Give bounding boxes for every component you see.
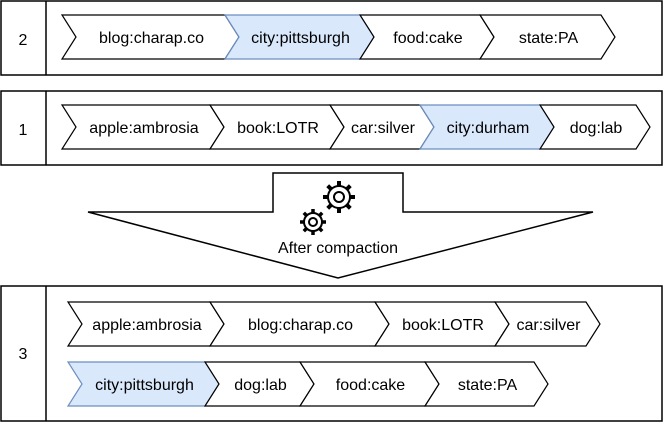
- chevron-state-pa: [423, 361, 549, 407]
- chevron-label: food:cake: [393, 30, 462, 47]
- segment-3-chevron-row-1: apple:ambrosia blog:charap.co book:LOTR car…: [66, 301, 601, 347]
- chevron-label: blog:charap.co: [99, 30, 204, 47]
- chevron-label: car:silver: [516, 317, 581, 334]
- gears-icon: [300, 181, 355, 235]
- chevron-label: apple:ambrosia: [92, 317, 202, 334]
- chevron-label: car:silver: [351, 120, 416, 137]
- compaction-arrow-shape: [87, 172, 594, 279]
- chevron-label: dog:lab: [234, 377, 287, 394]
- chevron-car-silver: [493, 301, 601, 347]
- chevron-label: state:PA: [519, 30, 579, 47]
- segment-2-index: 2: [19, 32, 28, 49]
- compaction-label: After compaction: [278, 240, 398, 257]
- segment-2-chevron-row: blog:charap.co city:pittsburgh food:cake st…: [60, 14, 616, 60]
- chevron-state-pa: [478, 14, 616, 60]
- chevron-label: dog:lab: [570, 120, 623, 137]
- segment-3: 3 apple:ambrosia blog:charap.co book:LOTR c…: [0, 285, 663, 422]
- segment-2: 2 blog:charap.co city:pittsburgh food:cake…: [0, 0, 663, 76]
- segment-1-chevron-row: apple:ambrosia book:LOTR car:silver city:du…: [60, 104, 651, 150]
- segment-1: 1 apple:ambrosia book:LOTR car:silver city:…: [0, 90, 663, 166]
- chevron-label: apple:ambrosia: [89, 120, 199, 137]
- chevron-label: food:cake: [336, 377, 405, 394]
- segment-3-index: 3: [19, 346, 28, 363]
- chevron-label: state:PA: [458, 377, 518, 394]
- chevron-label: city:pittsburgh: [95, 377, 194, 394]
- chevron-label: book:LOTR: [237, 120, 319, 137]
- chevron-label: blog:charap.co: [248, 317, 353, 334]
- compaction-arrow: After compaction: [87, 172, 594, 279]
- segment-1-index: 1: [19, 122, 28, 139]
- chevron-label: book:LOTR: [402, 317, 484, 334]
- chevron-label: city:durham: [447, 120, 530, 137]
- segment-3-chevron-row-2: city:pittsburgh dog:lab food:cake state:PA: [66, 361, 549, 407]
- chevron-dog-lab: [538, 104, 651, 150]
- chevron-label: city:pittsburgh: [251, 30, 350, 47]
